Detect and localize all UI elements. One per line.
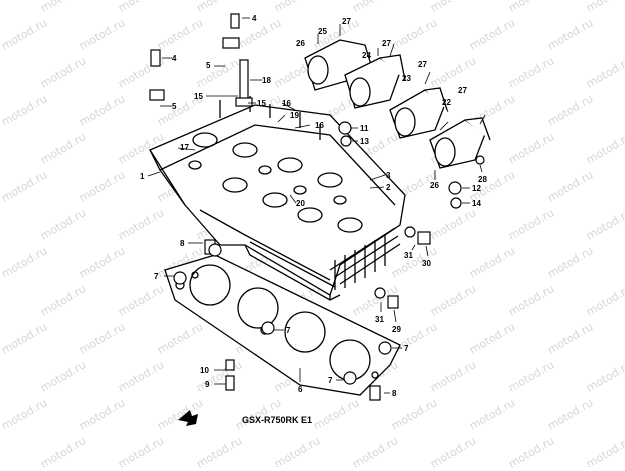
callout-26: 26 bbox=[430, 181, 439, 190]
cylinder-head bbox=[149, 96, 406, 301]
callout-8: 8 bbox=[180, 239, 185, 248]
callout-23: 23 bbox=[402, 74, 411, 83]
callout-2: 2 bbox=[386, 183, 391, 192]
callout-5: 5 bbox=[206, 61, 211, 70]
callout-labels: 4 4 5 5 18 15 15 16 19 16 17 1 11 13 3 2… bbox=[140, 14, 487, 398]
callout-25: 25 bbox=[318, 27, 327, 36]
callout-14: 14 bbox=[472, 199, 481, 208]
callout-18: 18 bbox=[262, 76, 271, 85]
callout-16: 16 bbox=[315, 121, 324, 130]
callout-5: 5 bbox=[172, 102, 177, 111]
leader-lines bbox=[147, 17, 486, 394]
callout-27: 27 bbox=[458, 86, 467, 95]
callout-3: 3 bbox=[386, 171, 391, 180]
callout-27: 27 bbox=[418, 60, 427, 69]
callout-15: 15 bbox=[257, 99, 266, 108]
callout-7: 7 bbox=[404, 344, 409, 353]
callout-31: 31 bbox=[404, 251, 413, 260]
callout-7: 7 bbox=[328, 376, 333, 385]
callout-7: 7 bbox=[286, 326, 291, 335]
small-parts bbox=[149, 13, 485, 401]
front-arrow-icon bbox=[178, 410, 198, 426]
callout-19: 19 bbox=[290, 111, 299, 120]
callout-31: 31 bbox=[375, 315, 384, 324]
callout-28: 28 bbox=[478, 175, 487, 184]
callout-16: 16 bbox=[282, 99, 291, 108]
callout-22: 22 bbox=[442, 98, 451, 107]
callout-29: 29 bbox=[392, 325, 401, 334]
callout-1: 1 bbox=[140, 172, 145, 181]
callout-9: 9 bbox=[205, 380, 210, 389]
callout-13: 13 bbox=[360, 137, 369, 146]
callout-15: 15 bbox=[194, 92, 203, 101]
callout-6: 6 bbox=[298, 385, 303, 394]
callout-11: 11 bbox=[360, 124, 369, 133]
callout-26: 26 bbox=[296, 39, 305, 48]
callout-30: 30 bbox=[422, 259, 431, 268]
callout-24: 24 bbox=[362, 51, 371, 60]
callout-8: 8 bbox=[392, 389, 397, 398]
callout-27: 27 bbox=[382, 39, 391, 48]
callout-27: 27 bbox=[342, 17, 351, 26]
model-caption: GSX-R750RK E1 bbox=[242, 415, 312, 425]
callout-10: 10 bbox=[200, 366, 209, 375]
callout-4: 4 bbox=[172, 54, 177, 63]
callout-7: 7 bbox=[154, 272, 159, 281]
callout-12: 12 bbox=[472, 184, 481, 193]
callout-17: 17 bbox=[180, 143, 189, 152]
callout-4: 4 bbox=[252, 14, 257, 23]
intake-pipes bbox=[304, 39, 491, 169]
callout-20: 20 bbox=[296, 199, 305, 208]
